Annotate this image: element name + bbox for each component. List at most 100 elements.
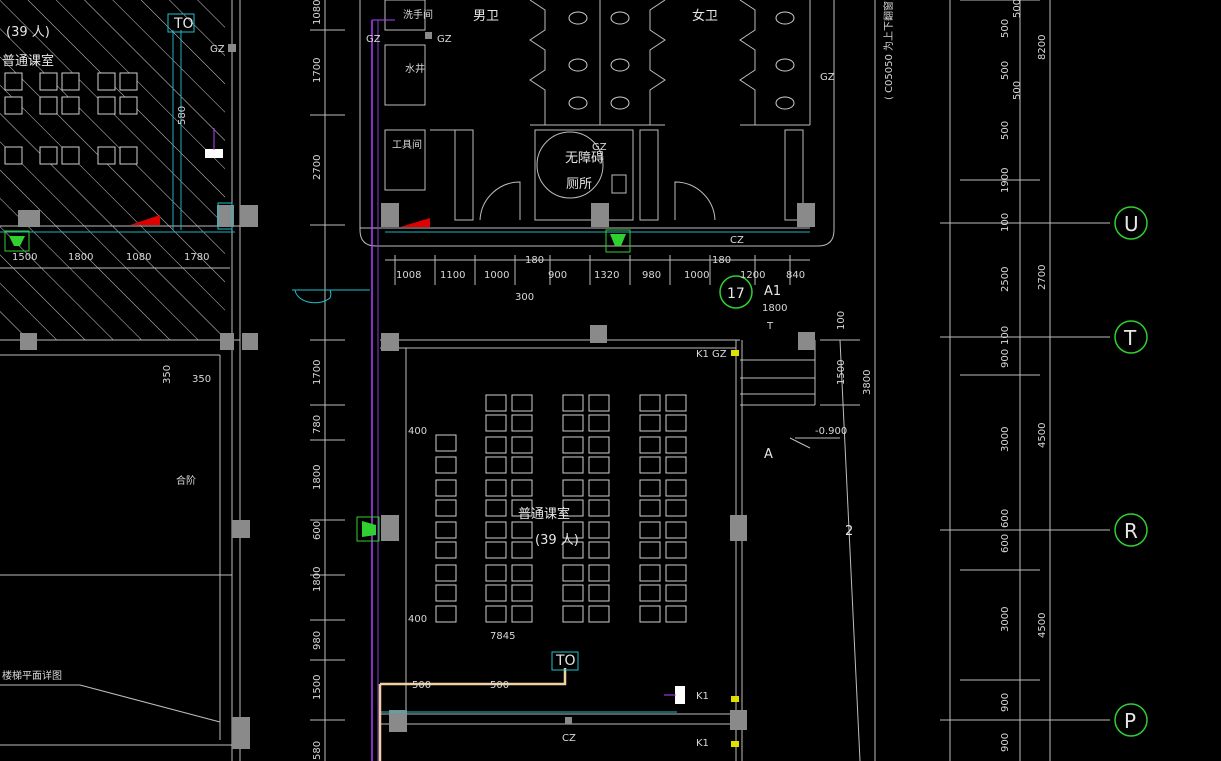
classroom-desks	[435, 394, 687, 623]
to-tag-top: TO	[173, 16, 194, 32]
dim-misc: 350	[192, 374, 211, 385]
k1-label: K1	[696, 349, 709, 360]
left-bottom-label: 楼梯平面详图	[2, 669, 62, 682]
leader-note: 7845	[490, 631, 515, 642]
desk	[639, 436, 661, 454]
k1-label: K1	[696, 738, 709, 749]
classroom-left-capacity: (39 人)	[6, 25, 50, 40]
dim-top: 840	[786, 270, 805, 281]
k1-label: K1	[696, 691, 709, 702]
desk	[485, 456, 507, 474]
desk	[435, 584, 457, 602]
grid-17-label: 17	[727, 286, 745, 302]
desk	[562, 605, 584, 623]
columns	[18, 32, 815, 749]
desk	[435, 479, 457, 497]
desk	[588, 394, 610, 412]
desk	[588, 436, 610, 454]
dim-misc: 500	[412, 680, 431, 691]
dim-vertical: 580	[312, 741, 323, 760]
dim-right: 1900	[1000, 168, 1011, 193]
desk	[511, 436, 533, 454]
two-mark: 2	[845, 524, 853, 539]
dim-300: 300	[515, 292, 534, 303]
dim-right: 100	[1000, 213, 1011, 232]
dim-top: 980	[642, 270, 661, 281]
desk	[639, 479, 661, 497]
womens-toilet-label: 女卫	[692, 8, 718, 24]
classroom-center-name: 普通课室	[518, 506, 570, 522]
gz-label: GZ	[437, 34, 452, 45]
desk	[485, 479, 507, 497]
desk	[588, 414, 610, 432]
desk	[562, 394, 584, 412]
dim-right-2: 2700	[1037, 265, 1048, 290]
desk	[485, 584, 507, 602]
gz-label: GZ	[366, 34, 381, 45]
dim-vertical: 1500	[312, 675, 323, 700]
desk	[665, 605, 687, 623]
desk	[435, 521, 457, 539]
desk	[511, 584, 533, 602]
dim-right: 900	[1000, 733, 1011, 752]
walls	[0, 0, 1110, 761]
desk	[562, 456, 584, 474]
dim-right: 600	[1000, 509, 1011, 528]
dim-misc: 580	[177, 106, 188, 125]
cz-label: CZ	[562, 733, 576, 744]
t-mark: T	[766, 321, 774, 332]
desk	[639, 541, 661, 559]
dim-right-2: 8200	[1037, 35, 1048, 60]
grid-axis-label: U	[1124, 212, 1139, 236]
to-tag-bottom: TO	[555, 653, 576, 669]
desk	[511, 414, 533, 432]
desk	[562, 564, 584, 582]
desk	[485, 541, 507, 559]
desk	[511, 521, 533, 539]
desk	[511, 479, 533, 497]
gz-label: GZ	[820, 72, 835, 83]
a1-label: A1	[764, 284, 781, 299]
dim-right: 2500	[1000, 267, 1011, 292]
desk	[511, 394, 533, 412]
desk	[511, 605, 533, 623]
desk	[665, 541, 687, 559]
desk	[485, 499, 507, 517]
labels: 普通课室 (39 人) 普通课室 (39 人) 男卫 女卫 无障碍 厕所 洗手间…	[2, 0, 1139, 760]
gz-label: GZ	[210, 44, 225, 55]
vertical-window-note: ( C05050 为上下翻窗)	[882, 0, 895, 100]
desk	[588, 499, 610, 517]
dim-left-top: 1500	[12, 252, 37, 263]
small-room-a: 洗手间	[403, 8, 433, 21]
dim-vertical: 1700	[312, 58, 323, 83]
desk	[665, 499, 687, 517]
dim-left-top: 1800	[68, 252, 93, 263]
dim-right: 600	[1000, 534, 1011, 553]
dim-vertical: 1700	[312, 360, 323, 385]
dim-top: 1008	[396, 270, 421, 281]
dim-right-2: 4500	[1037, 613, 1048, 638]
dim-right: 500	[1000, 61, 1011, 80]
accessible-toilet-line1: 无障碍	[565, 151, 604, 166]
desk	[639, 521, 661, 539]
left-desks	[4, 72, 138, 165]
desk	[665, 521, 687, 539]
grid-axis-bubbles	[719, 206, 1148, 737]
dim-vertical: 1800	[312, 465, 323, 490]
dim-misc: 500	[490, 680, 509, 691]
desk	[485, 564, 507, 582]
desk	[511, 499, 533, 517]
dim-top: 1200	[740, 270, 765, 281]
desk	[665, 394, 687, 412]
dim-left-top: 1080	[126, 252, 151, 263]
accessible-toilet-line2: 厕所	[566, 177, 592, 192]
cz-label: CZ	[730, 235, 744, 246]
desk	[562, 584, 584, 602]
desk	[485, 414, 507, 432]
desk	[588, 521, 610, 539]
desk	[639, 456, 661, 474]
desk	[562, 414, 584, 432]
dim-right-2: 4500	[1037, 423, 1048, 448]
dim-misc: 400	[408, 614, 427, 625]
desk	[639, 499, 661, 517]
